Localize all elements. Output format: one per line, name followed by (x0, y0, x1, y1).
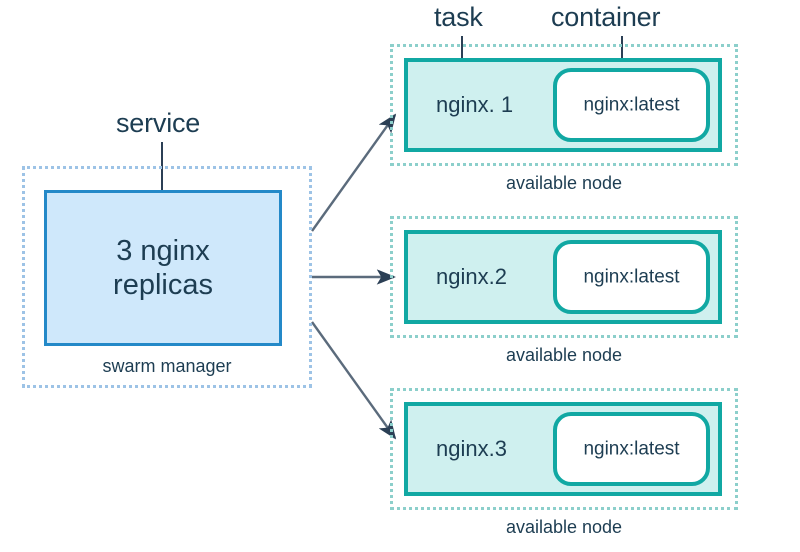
service-box[interactable]: 3 nginx replicas (44, 190, 282, 346)
available-node-caption-1: available node (505, 173, 623, 193)
arrow-to-node-3 (311, 321, 397, 440)
available-node-caption-3: available node (505, 517, 623, 537)
container-label-1: nginx:latest (583, 94, 680, 116)
container-label-2: nginx:latest (583, 266, 680, 288)
available-node-group-3 (390, 388, 738, 510)
service-label-line-2: replicas (113, 269, 213, 301)
container-label-3: nginx:latest (583, 438, 680, 460)
swarm-manager-group (22, 166, 312, 388)
container-box-2[interactable]: nginx:latest (553, 240, 710, 314)
annotation-service-leader-line (161, 142, 163, 232)
annotation-container-label: container (551, 2, 661, 32)
service-label-line-1: 3 nginx (116, 235, 210, 267)
available-node-group-1 (390, 44, 738, 166)
service-label: 3 nginx replicas (47, 234, 279, 302)
container-box-3[interactable]: nginx:latest (553, 412, 710, 486)
annotation-service-label: service (116, 108, 201, 138)
task-label-2: nginx.2 (436, 264, 507, 289)
available-node-group-2 (390, 216, 738, 338)
available-node-caption-2: available node (505, 345, 623, 365)
container-box-1[interactable]: nginx:latest (553, 68, 710, 142)
task-label-3: nginx.3 (436, 436, 507, 461)
annotation-task-label: task (434, 2, 483, 32)
task-label-1: nginx. 1 (436, 92, 514, 117)
arrow-to-node-1 (311, 113, 397, 232)
swarm-manager-caption: swarm manager (102, 356, 232, 376)
